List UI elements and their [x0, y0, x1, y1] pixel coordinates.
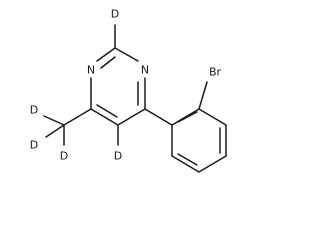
bond-ar5-ar6-inner	[177, 153, 198, 166]
atom-d2: D	[111, 8, 119, 21]
atom-d5: D	[114, 150, 122, 163]
bond-n1-c2-inner	[100, 56, 116, 69]
structure-diagram: N N D D Br D D D	[30, 8, 227, 173]
bond-cmethyl-d1	[43, 115, 65, 126]
bond-c6-cmethyl	[63, 108, 92, 126]
atom-n3: N	[141, 64, 149, 77]
bond-ar1-ar2-inner	[177, 111, 198, 123]
bond-c5-c6	[90, 108, 119, 126]
bond-c2-n3	[114, 47, 139, 62]
atom-dm2: D	[30, 139, 38, 152]
bond-ar1-ar2	[171, 108, 200, 126]
bond-c4-c5	[117, 108, 146, 126]
atom-dm1: D	[30, 104, 38, 117]
bond-ar2-br	[198, 81, 208, 110]
atom-n1: N	[87, 64, 95, 77]
bond-c5-c6-inner	[96, 104, 118, 118]
bond-n1-c2	[96, 47, 116, 62]
bond-ar5-ar6	[171, 155, 200, 173]
atom-dm3: D	[60, 150, 68, 163]
bond-cmethyl-d2	[45, 124, 65, 138]
bond-ar4-ar5	[198, 155, 227, 173]
bond-c4-aryl	[144, 108, 173, 126]
bond-ar2-ar3	[198, 108, 227, 126]
atom-br: Br	[209, 66, 222, 79]
